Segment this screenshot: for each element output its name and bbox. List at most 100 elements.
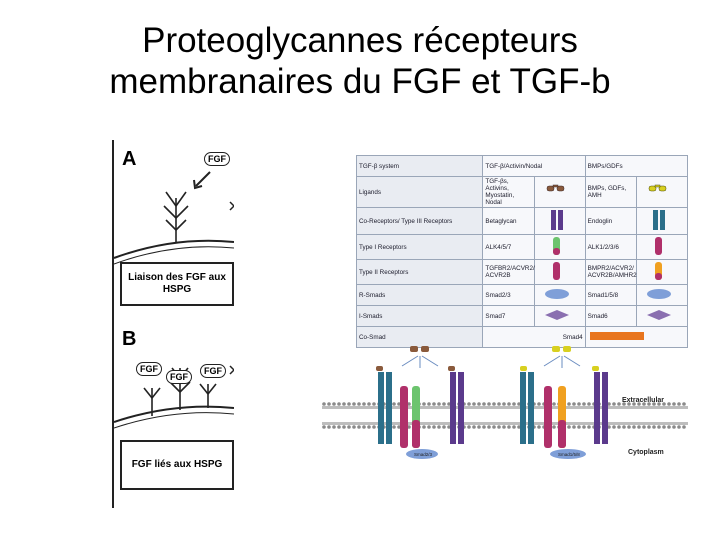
title-line-2: membranaires du FGF et TGF-b [109,62,611,101]
table-row: Ligands TGF-βs, Activins, Myostatin, Nod… [355,176,689,208]
arrow-a-head [193,179,203,190]
lipid-head [327,425,331,429]
lipid-head [512,425,516,429]
cell: BMPR2/ACVR2/ ACVR2B/AMHR2 [584,259,637,285]
cell: TGF-β/Activin/Nodal [482,155,586,177]
fgf-hspg-panel: A FGF Liaison des FGF aux HSPG B FGF FGF… [112,140,234,508]
cell: Betaglycan [482,207,535,235]
row-label: Type I Receptors [355,234,484,260]
panel-letter-a: A [122,148,137,170]
lipid-head [477,402,481,406]
type1-bmp-receptor-icon [654,237,662,255]
lipid-head [447,425,451,429]
smad-shape-cell [533,305,586,327]
lipid-head [612,425,616,429]
cell: Smad2/3 [482,284,535,306]
lipid-head [582,425,586,429]
lipid-bilayer [322,402,688,429]
type1-receptor-icon [552,237,560,255]
receptor-shape-cell [635,234,689,260]
caption-b: FGF liés aux HSPG [120,440,234,490]
receptor-shape-cell [533,207,586,235]
table-row: TGF-β system TGF-β/Activin/Nodal BMPs/GD… [355,155,689,177]
panel-letter-b: B [122,328,137,350]
cell: Smad6 [584,305,637,327]
cell: Smad1/5/8 [584,284,637,306]
cell: Smad4 [482,326,586,348]
table-row: Type II Receptors TGFBR2/ACVR2/ ACVR2B B… [355,259,689,285]
lipid-head [472,402,476,406]
lipid-head [587,402,591,406]
row-label: Co-Receptors/ Type III Receptors [355,207,484,235]
lipid-head [357,425,361,429]
lipid-head [407,402,411,406]
lipid-head [342,402,346,406]
lipid-head [632,425,636,429]
fgf-tag-a: FGF [204,152,230,166]
membrane-b [114,405,234,423]
lipid-head [677,425,681,429]
lipid-head [352,425,356,429]
lipid-head [627,425,631,429]
cell: Smad7 [482,305,535,327]
lipid-head [617,402,621,406]
bmp-receptor-complex [520,346,608,459]
lipid-head [407,425,411,429]
lipid-head [337,425,341,429]
lipid-head [537,425,541,429]
smad4-shape-cell [584,326,689,348]
lipid-head [372,425,376,429]
lipid-head [632,402,636,406]
lipid-head [552,425,556,429]
lipid-head [677,402,681,406]
lipid-head [497,425,501,429]
smad-left-label: Smad2/3 [414,452,433,457]
lipid-head [332,402,336,406]
lipid-head [322,425,326,429]
lipid-head [667,402,671,406]
lipid-head [517,402,521,406]
smad-right-label: Smad1/5/8 [558,452,580,457]
lipid-head [587,425,591,429]
smad-shape-cell [635,305,689,327]
i-smad-bmp-icon [646,310,671,320]
title-line-1: Proteoglycannes récepteurs [142,21,578,60]
lipid-head [612,402,616,406]
membrane-signaling-diagram: Extracellular Cytoplasm Smad2/3 Smad1/5/… [322,346,688,459]
ligand-shape-cell [635,176,689,208]
lipid-head [672,425,676,429]
lipid-head [497,402,501,406]
cell: TGF-βs, Activins, Myostatin, Nodal [482,176,535,208]
lipid-head [372,402,376,406]
lipid-head [442,425,446,429]
type2-bmp-receptor-icon [654,262,662,280]
lipid-head [337,402,341,406]
lipid-head [572,402,576,406]
lipid-head [607,402,611,406]
cell: ALK1/2/3/6 [584,234,637,260]
lipid-head [447,402,451,406]
lipid-head [622,425,626,429]
lipid-head [627,402,631,406]
table-row: I-Smads Smad7 Smad6 [355,305,689,327]
membrane-b-inner [114,412,234,429]
lipid-head [622,402,626,406]
arrow-a [195,171,211,187]
lipid-head [567,425,571,429]
lipid-head [572,425,576,429]
lipid-head [427,402,431,406]
receptor-shape-cell [635,207,689,235]
lipid-head [322,402,326,406]
lipid-head [392,402,396,406]
lipid-head [607,425,611,429]
membrane-a-inner [114,246,234,265]
lipid-head [367,402,371,406]
lipid-head [392,425,396,429]
lipid-head [502,425,506,429]
lipid-head [667,425,671,429]
lipid-head [507,425,511,429]
lipid-head [427,425,431,429]
caption-a: Liaison des FGF aux HSPG [120,262,234,306]
lipid-head [672,402,676,406]
row-label: R-Smads [355,284,484,306]
